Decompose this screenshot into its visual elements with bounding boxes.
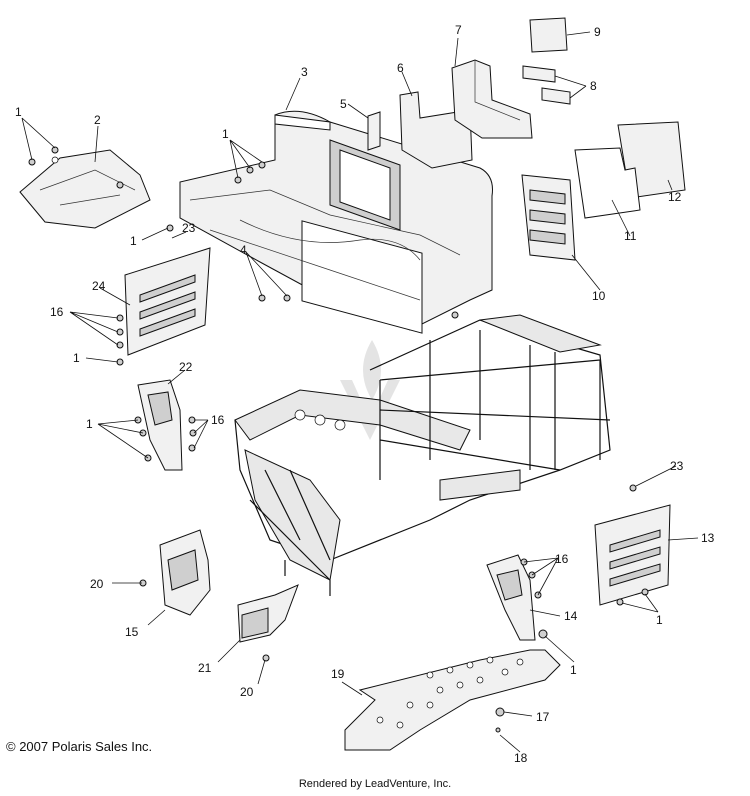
- callout-15: 15: [125, 625, 139, 639]
- callout-22: 22: [179, 360, 193, 374]
- callout-9: 9: [594, 25, 601, 39]
- rendered-by-text: Rendered by LeadVenture, Inc.: [298, 778, 452, 790]
- part-24-side-panel: [124, 247, 211, 356]
- callout-8: 8: [590, 79, 597, 93]
- callout-1: 1: [73, 351, 80, 365]
- callout-1: 1: [570, 663, 577, 677]
- part-11-sheet: [574, 147, 641, 219]
- part-15-bracket: [159, 529, 211, 616]
- part-22-bracket: [137, 379, 183, 471]
- callout-1: 1: [222, 127, 229, 141]
- callout-12: 12: [668, 190, 682, 204]
- callout-4: 4: [240, 243, 247, 257]
- callout-24: 24: [92, 279, 106, 293]
- callout-3: 3: [301, 65, 308, 79]
- part-19-skid-plate: [344, 649, 561, 751]
- leader-lines: [21, 31, 699, 753]
- callout-7: 7: [455, 23, 462, 37]
- part-6-sheet: [399, 91, 473, 169]
- part-9-pad: [529, 17, 568, 53]
- callout-19: 19: [331, 667, 345, 681]
- callout-14: 14: [564, 609, 578, 623]
- part-7-foam: [451, 59, 533, 139]
- part-5-block: [367, 111, 381, 151]
- part-3-cab-floor: [179, 110, 493, 334]
- callout-17: 17: [536, 710, 550, 724]
- callout-16: 16: [211, 413, 225, 427]
- callout-13: 13: [701, 531, 715, 545]
- callout-16: 16: [555, 552, 569, 566]
- callout-21: 21: [198, 661, 212, 675]
- skid-plate-holes: [376, 656, 524, 729]
- callout-1: 1: [15, 105, 22, 119]
- part-21-bracket: [237, 584, 299, 643]
- callout-23: 23: [670, 459, 684, 473]
- callout-10: 10: [592, 289, 606, 303]
- part-8-pads: [522, 65, 571, 105]
- main-frame: [234, 314, 611, 596]
- part-14-bracket: [486, 554, 536, 641]
- callout-20: 20: [240, 685, 254, 699]
- callout-18: 18: [514, 751, 528, 765]
- callout-6: 6: [397, 61, 404, 75]
- part-13-side-panel: [594, 504, 671, 606]
- callout-5: 5: [340, 97, 347, 111]
- callouts: 1 2 3 1 5 6 7 9 8 12 11 10 1 23 4 24 16 …: [15, 23, 715, 765]
- fasteners: [28, 146, 649, 733]
- callout-23: 23: [182, 221, 196, 235]
- callout-11: 11: [624, 229, 637, 243]
- part-10-louver-panel: [521, 174, 576, 261]
- watermark-logo: [340, 340, 400, 440]
- copyright-text: © 2007 Polaris Sales Inc.: [6, 739, 153, 754]
- part-2-front-plate: [19, 149, 151, 229]
- callout-20: 20: [90, 577, 104, 591]
- callout-1: 1: [86, 417, 93, 431]
- callout-16: 16: [50, 305, 64, 319]
- callout-1: 1: [656, 613, 663, 627]
- callout-2: 2: [94, 113, 101, 127]
- callout-1: 1: [130, 234, 137, 248]
